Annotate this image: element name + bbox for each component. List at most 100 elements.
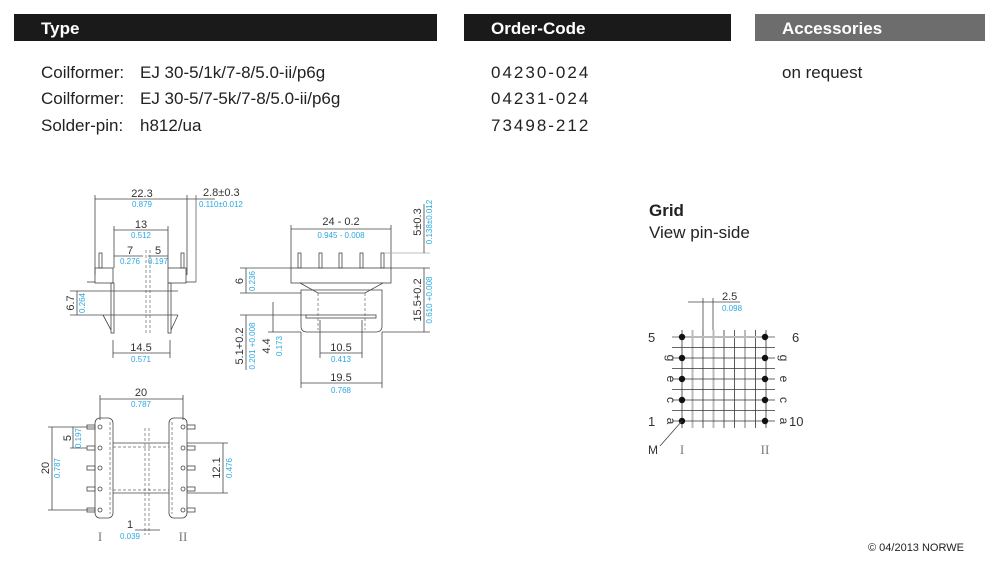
grid-side-ii: II: [761, 442, 770, 457]
pin-hole: [180, 465, 186, 471]
pin-stub: [186, 507, 196, 513]
dim-24: 24 - 0.2: [322, 216, 359, 228]
dim-7: 7: [127, 245, 133, 257]
pin-dot: [761, 396, 769, 404]
row-type: h812/ua: [140, 116, 202, 135]
row-letter-c: c: [664, 397, 678, 403]
pin-hole: [180, 507, 186, 513]
dim-5-0-3-in: 0.138±0.012: [425, 199, 434, 244]
dim-5-pitch: 5: [62, 435, 74, 441]
pin-hole: [180, 424, 186, 430]
pin-dot: [761, 354, 769, 362]
pin-stub: [86, 465, 96, 471]
dim-20-left-in: 0.787: [53, 457, 62, 478]
dim-22-3-in: 0.879: [132, 200, 153, 209]
row-letter-e: e: [777, 376, 791, 383]
pin-grid-drawing: 2.5 0.098 5 6 1 10 g e c a g e c a M I I…: [648, 291, 803, 457]
pin-stub: [186, 465, 196, 471]
pin-stub: [186, 486, 196, 492]
row-letter-e: e: [664, 376, 678, 383]
dim-6-7-in: 0.264: [78, 292, 87, 313]
pin-hole: [180, 445, 186, 451]
dim-10-5-in: 0.413: [331, 355, 352, 364]
pin-hole: [97, 445, 103, 451]
copyright: © 04/2013 NORWE: [868, 542, 964, 554]
row-letter-g: g: [664, 355, 678, 362]
dim-5-pitch-in: 0.197: [74, 427, 83, 448]
dim-12-1-in: 0.476: [225, 457, 234, 478]
pin-dot: [678, 396, 686, 404]
pin-dot: [761, 375, 769, 383]
top-view-drawing: 20 0.787 20 0.787 5 0.197 12.1 0.476 1 0…: [40, 387, 234, 544]
type-header: Type: [14, 14, 437, 41]
row-type: EJ 30-5/7-5k/7-8/5.0-ii/p6g: [140, 89, 341, 108]
accessories-value: on request: [782, 63, 863, 82]
dim-15-5-in: 0.610 +0.008: [425, 276, 434, 323]
dim-13: 13: [135, 219, 147, 231]
pin-dot: [678, 333, 686, 341]
dim-14-5: 14.5: [130, 342, 151, 354]
grid-pitch-in: 0.098: [722, 304, 743, 313]
row-letter-c: c: [777, 397, 791, 403]
row-label: Coilformer:: [41, 89, 125, 108]
dim-19-5-in: 0.768: [331, 386, 352, 395]
dim-6-7: 6.7: [65, 295, 77, 310]
side-label-i: I: [98, 529, 102, 544]
dim-1: 1: [127, 519, 133, 531]
dim-13-in: 0.512: [131, 231, 152, 240]
pin-label-6: 6: [792, 330, 799, 345]
row-order-code: 04231-024: [491, 89, 591, 108]
pin-dot: [678, 354, 686, 362]
grid-subtitle: View pin-side: [649, 223, 750, 242]
dim-5-0-3: 5±0.3: [412, 208, 424, 235]
pin-stub: [186, 424, 196, 430]
dim-2-8: 2.8±0.3: [203, 187, 240, 199]
pin-label-10: 10: [789, 414, 803, 429]
dim-12-1: 12.1: [211, 457, 223, 478]
dim-4-4-in: 0.173: [275, 335, 284, 356]
side-view-drawing: 22.3 0.879 2.8±0.3 0.110±0.012 13 0.512 …: [65, 187, 243, 364]
pin-hole: [97, 507, 103, 513]
dim-2-8-in: 0.110±0.012: [199, 200, 243, 209]
dim-20-left: 20: [40, 462, 52, 474]
marker-m: M: [648, 443, 658, 457]
dim-15-5: 15.5+0.2: [412, 278, 424, 321]
dim-22-3: 22.3: [131, 188, 152, 200]
grid-side-i: I: [680, 442, 684, 457]
row-letter-a: a: [777, 418, 791, 425]
row-letter-g: g: [777, 355, 791, 362]
row-type: EJ 30-5/1k/7-8/5.0-ii/p6g: [140, 63, 326, 82]
dim-10-5: 10.5: [330, 342, 351, 354]
pin-hole: [97, 424, 103, 430]
pin-stub: [86, 486, 96, 492]
dim-20-top-in: 0.787: [131, 400, 152, 409]
pin-stub: [86, 445, 96, 451]
grid-pitch: 2.5: [722, 291, 737, 303]
pin-label-1: 1: [648, 414, 655, 429]
dim-14-5-in: 0.571: [131, 355, 152, 364]
row-order-code: 73498-212: [491, 116, 591, 135]
front-view-drawing: 24 - 0.2 0.945 - 0.008 5±0.3 0.138±0.012…: [234, 199, 434, 395]
pin-dot: [761, 333, 769, 341]
pin-hole: [180, 486, 186, 492]
pin-stub: [186, 445, 196, 451]
dim-24-in: 0.945 - 0.008: [317, 231, 365, 240]
pin-dot: [761, 417, 769, 425]
order-code-header: Order-Code: [464, 14, 731, 41]
dim-20-top: 20: [135, 387, 147, 399]
row-label: Coilformer:: [41, 63, 125, 82]
pin-dot: [678, 375, 686, 383]
row-label: Solder-pin:: [41, 116, 124, 135]
row-order-code: 04230-024: [491, 63, 591, 82]
dim-5: 5: [155, 245, 161, 257]
dim-6: 6: [234, 278, 246, 284]
accessories-header: Accessories: [755, 14, 985, 41]
grid-title: Grid: [649, 201, 684, 220]
dim-5-1-in: 0.201 +0.008: [248, 322, 257, 369]
side-label-ii: II: [179, 529, 188, 544]
row-letter-a: a: [664, 418, 678, 425]
dim-1-in: 0.039: [120, 532, 141, 541]
dim-4-4: 4.4: [261, 338, 273, 353]
